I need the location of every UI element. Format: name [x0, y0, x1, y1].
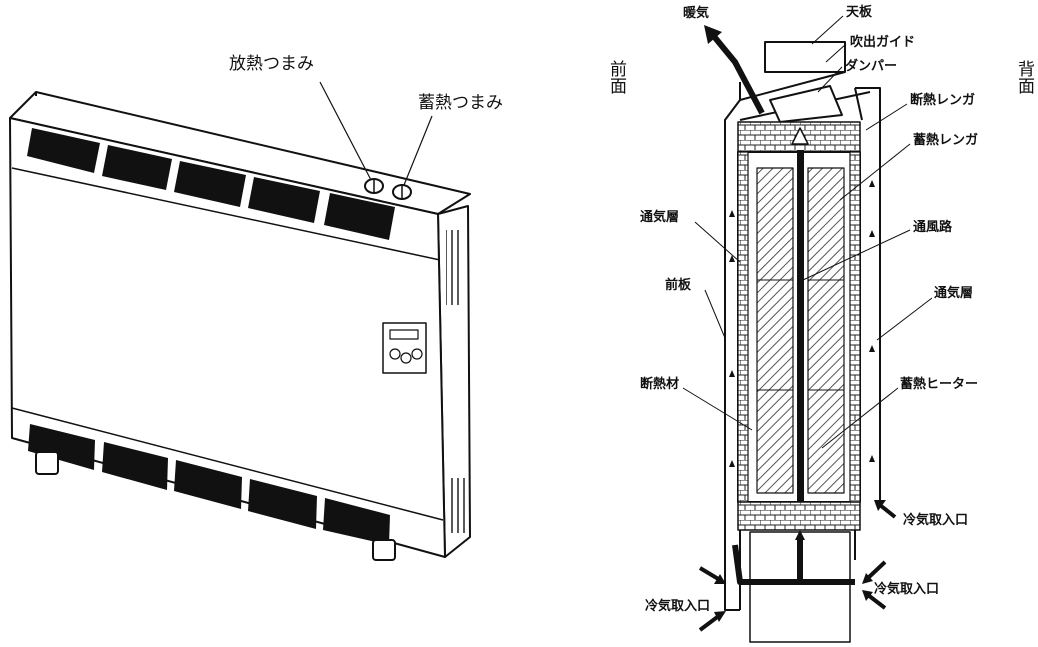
top-plate [764, 41, 846, 73]
back-vertical-label: 背面 [1014, 60, 1035, 94]
storage-brick-left [756, 167, 794, 494]
side-vent-upper [446, 230, 462, 305]
storage-heater-label: 蓄熱ヒーター [900, 376, 978, 392]
damper [769, 85, 843, 123]
back-casing [855, 87, 881, 500]
insulation-right [849, 151, 861, 503]
air-passage [797, 150, 804, 520]
air-passage-label: 通風路 [913, 219, 953, 235]
air-layer-right-label: 通気層 [934, 285, 973, 301]
heater-appliance [9, 91, 471, 561]
front-vertical-label: 前面 [606, 60, 627, 94]
control-button [411, 348, 423, 360]
foot-left [35, 451, 59, 475]
front-casing [724, 82, 741, 611]
outlet-guide-label: 吹出ガイド [850, 34, 915, 50]
inlet-arrows [698, 500, 897, 632]
control-button [400, 352, 412, 364]
cold-air-inlet-label: 冷気取入口 [874, 581, 939, 597]
damper-label: ダンパー [845, 58, 897, 74]
top-vents [27, 128, 395, 240]
control-display [389, 329, 419, 340]
top-plate-label: 天板 [846, 4, 873, 20]
cold-air-inlet-label: 冷気取入口 [903, 512, 968, 528]
storage-brick-right [807, 167, 845, 494]
front-plate-label: 前板 [665, 277, 692, 293]
air-layer-left-label: 通気層 [640, 209, 679, 225]
insulating-brick-bottom [737, 501, 861, 531]
cross-section [698, 25, 897, 643]
air-flow-arrows [729, 180, 875, 467]
warm-air-label: 暖気 [683, 5, 709, 21]
bottom-vents [28, 424, 390, 545]
control-button [389, 348, 401, 360]
insulating-brick-label: 断熱レンガ [910, 92, 975, 108]
side-vent-lower [449, 478, 465, 533]
storage-knob-label: 蓄熱つまみ [418, 93, 503, 113]
foot-right [372, 539, 396, 561]
storage-brick-label: 蓄熱レンガ [913, 132, 978, 148]
insulation-label: 断熱材 [640, 376, 679, 392]
cold-air-inlet-label: 冷気取入口 [645, 598, 710, 614]
release-knob-label: 放熱つまみ [229, 54, 314, 74]
insulation-left [737, 151, 749, 503]
